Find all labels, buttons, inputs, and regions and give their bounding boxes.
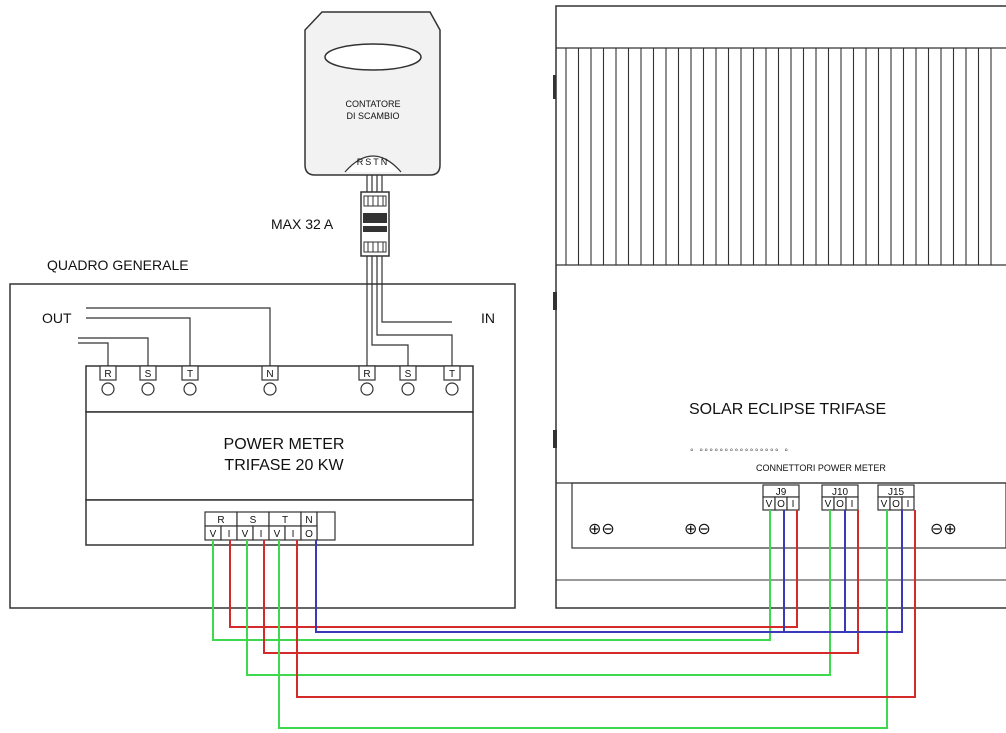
terminal-label: R — [363, 369, 370, 380]
terminal-n: N — [261, 365, 279, 396]
terminal-r: R — [358, 365, 376, 396]
breaker — [360, 191, 390, 257]
wire-t-voltage — [278, 510, 888, 729]
wire-s-voltage — [246, 510, 831, 676]
power-meter-title-line2: TRIFASE 20 KW — [224, 457, 344, 474]
panel-frame — [9, 283, 516, 609]
meter-label-line2: DI SCAMBIO — [346, 111, 399, 121]
inverter — [553, 5, 1006, 609]
terminal-label: S — [145, 369, 152, 380]
panel-in-label: IN — [481, 310, 495, 326]
terminal-t: T — [181, 365, 199, 396]
wire-t-current — [296, 510, 916, 698]
terminal-label: T — [449, 369, 455, 380]
connector-pin-label: V — [881, 499, 888, 510]
bottom-pin-label: I — [260, 529, 263, 540]
inverter-title: SOLAR ECLIPSE TRIFASE — [689, 401, 886, 418]
connector-pin-label: V — [766, 499, 773, 510]
connector-pin-label: O — [892, 499, 900, 510]
connector-pin-label: I — [792, 499, 795, 510]
terminal-s: S — [399, 365, 417, 396]
colored-wiring — [212, 510, 916, 729]
polarity-symbol-3: ⊖⊕ — [930, 521, 957, 538]
polarity-symbol-1: ⊕⊖ — [588, 521, 615, 538]
wire-s-current — [263, 510, 859, 654]
in-wires — [366, 256, 453, 366]
inverter-status-leds: ◦ ◦◦◦◦◦◦◦◦◦◦◦◦◦◦◦◦ ◦ — [690, 445, 789, 456]
terminal-label: T — [187, 369, 193, 380]
breaker-label: MAX 32 A — [271, 216, 334, 232]
bottom-pin-label: I — [228, 529, 231, 540]
meter-display — [324, 43, 422, 71]
bottom-group-label: N — [305, 515, 312, 526]
panel-title: QUADRO GENERALE — [47, 257, 189, 273]
meter-terminal-labels: RSTN — [357, 157, 390, 167]
terminal-s: S — [139, 365, 157, 396]
out-wires — [78, 307, 271, 366]
bottom-pin-label: V — [274, 529, 281, 540]
bottom-pin-label: V — [210, 529, 217, 540]
connector-name: J15 — [888, 487, 905, 498]
wire-r-current — [229, 510, 798, 628]
bottom-pin-label: I — [292, 529, 295, 540]
terminal-label: R — [104, 369, 111, 380]
panel-out-label: OUT — [42, 310, 72, 326]
bottom-group-label: S — [250, 515, 257, 526]
meter-label-line1: CONTATORE — [345, 99, 400, 109]
polarity-symbol-2: ⊕⊖ — [684, 521, 711, 538]
wire-r-voltage — [212, 510, 771, 641]
connector-pin-label: O — [836, 499, 844, 510]
wire-neutral-j10-j15 — [845, 510, 903, 633]
bottom-group-label: T — [282, 515, 288, 526]
terminal-t: T — [443, 365, 461, 396]
inverter-heatsink — [565, 48, 992, 265]
inverter-connectors-label: CONNETTORI POWER METER — [756, 463, 886, 473]
bottom-pin-label: V — [242, 529, 249, 540]
exchange-meter: CONTATORE DI SCAMBIO RSTN — [304, 11, 441, 176]
terminal-r: R — [99, 365, 117, 396]
terminal-label: N — [266, 369, 273, 380]
bottom-pin-label: O — [305, 529, 313, 540]
connector-name: J9 — [776, 487, 787, 498]
power-meter-title-line1: POWER METER — [224, 436, 345, 453]
connector-pin-label: O — [777, 499, 785, 510]
bottom-group-label: R — [217, 515, 224, 526]
wire-n-neutral-j9 — [315, 510, 785, 633]
connector-pin-label: V — [825, 499, 832, 510]
connector-pin-label: I — [907, 499, 910, 510]
connector-pin-label: I — [851, 499, 854, 510]
terminal-label: S — [405, 369, 412, 380]
connector-name: J10 — [832, 487, 849, 498]
